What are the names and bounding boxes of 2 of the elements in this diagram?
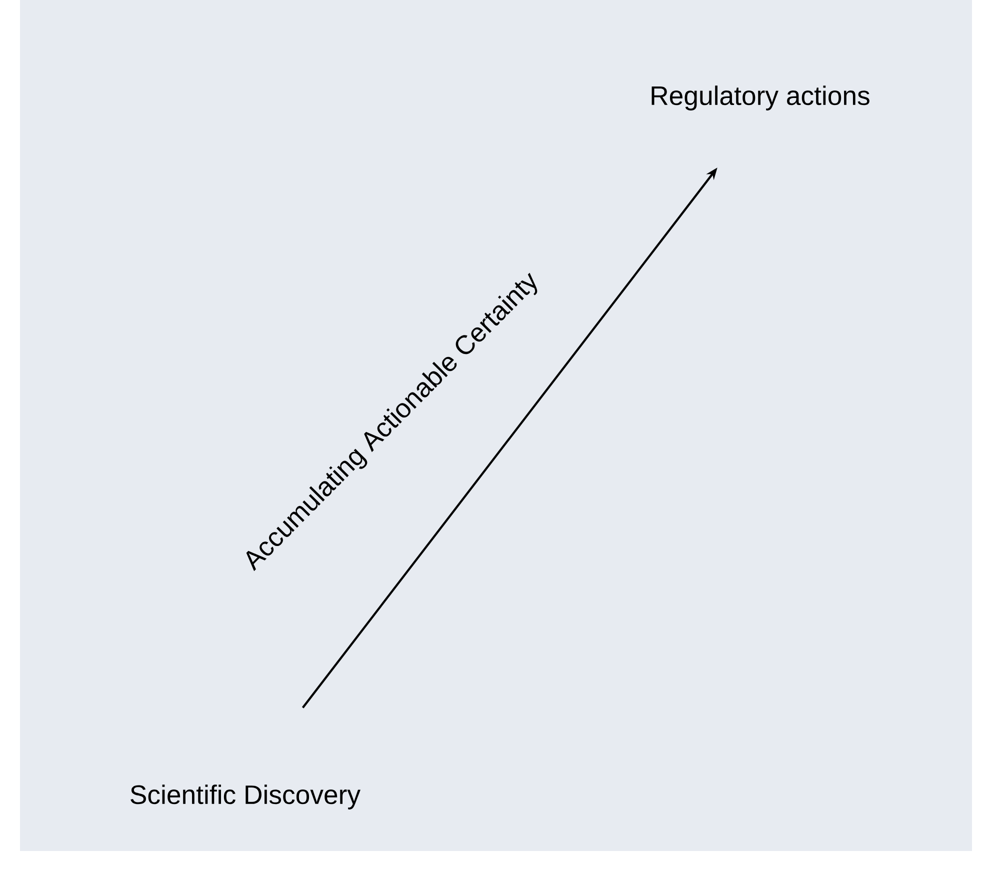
label-text: Scientific Discovery bbox=[130, 784, 360, 810]
label-text: Regulatory actions bbox=[652, 86, 870, 110]
